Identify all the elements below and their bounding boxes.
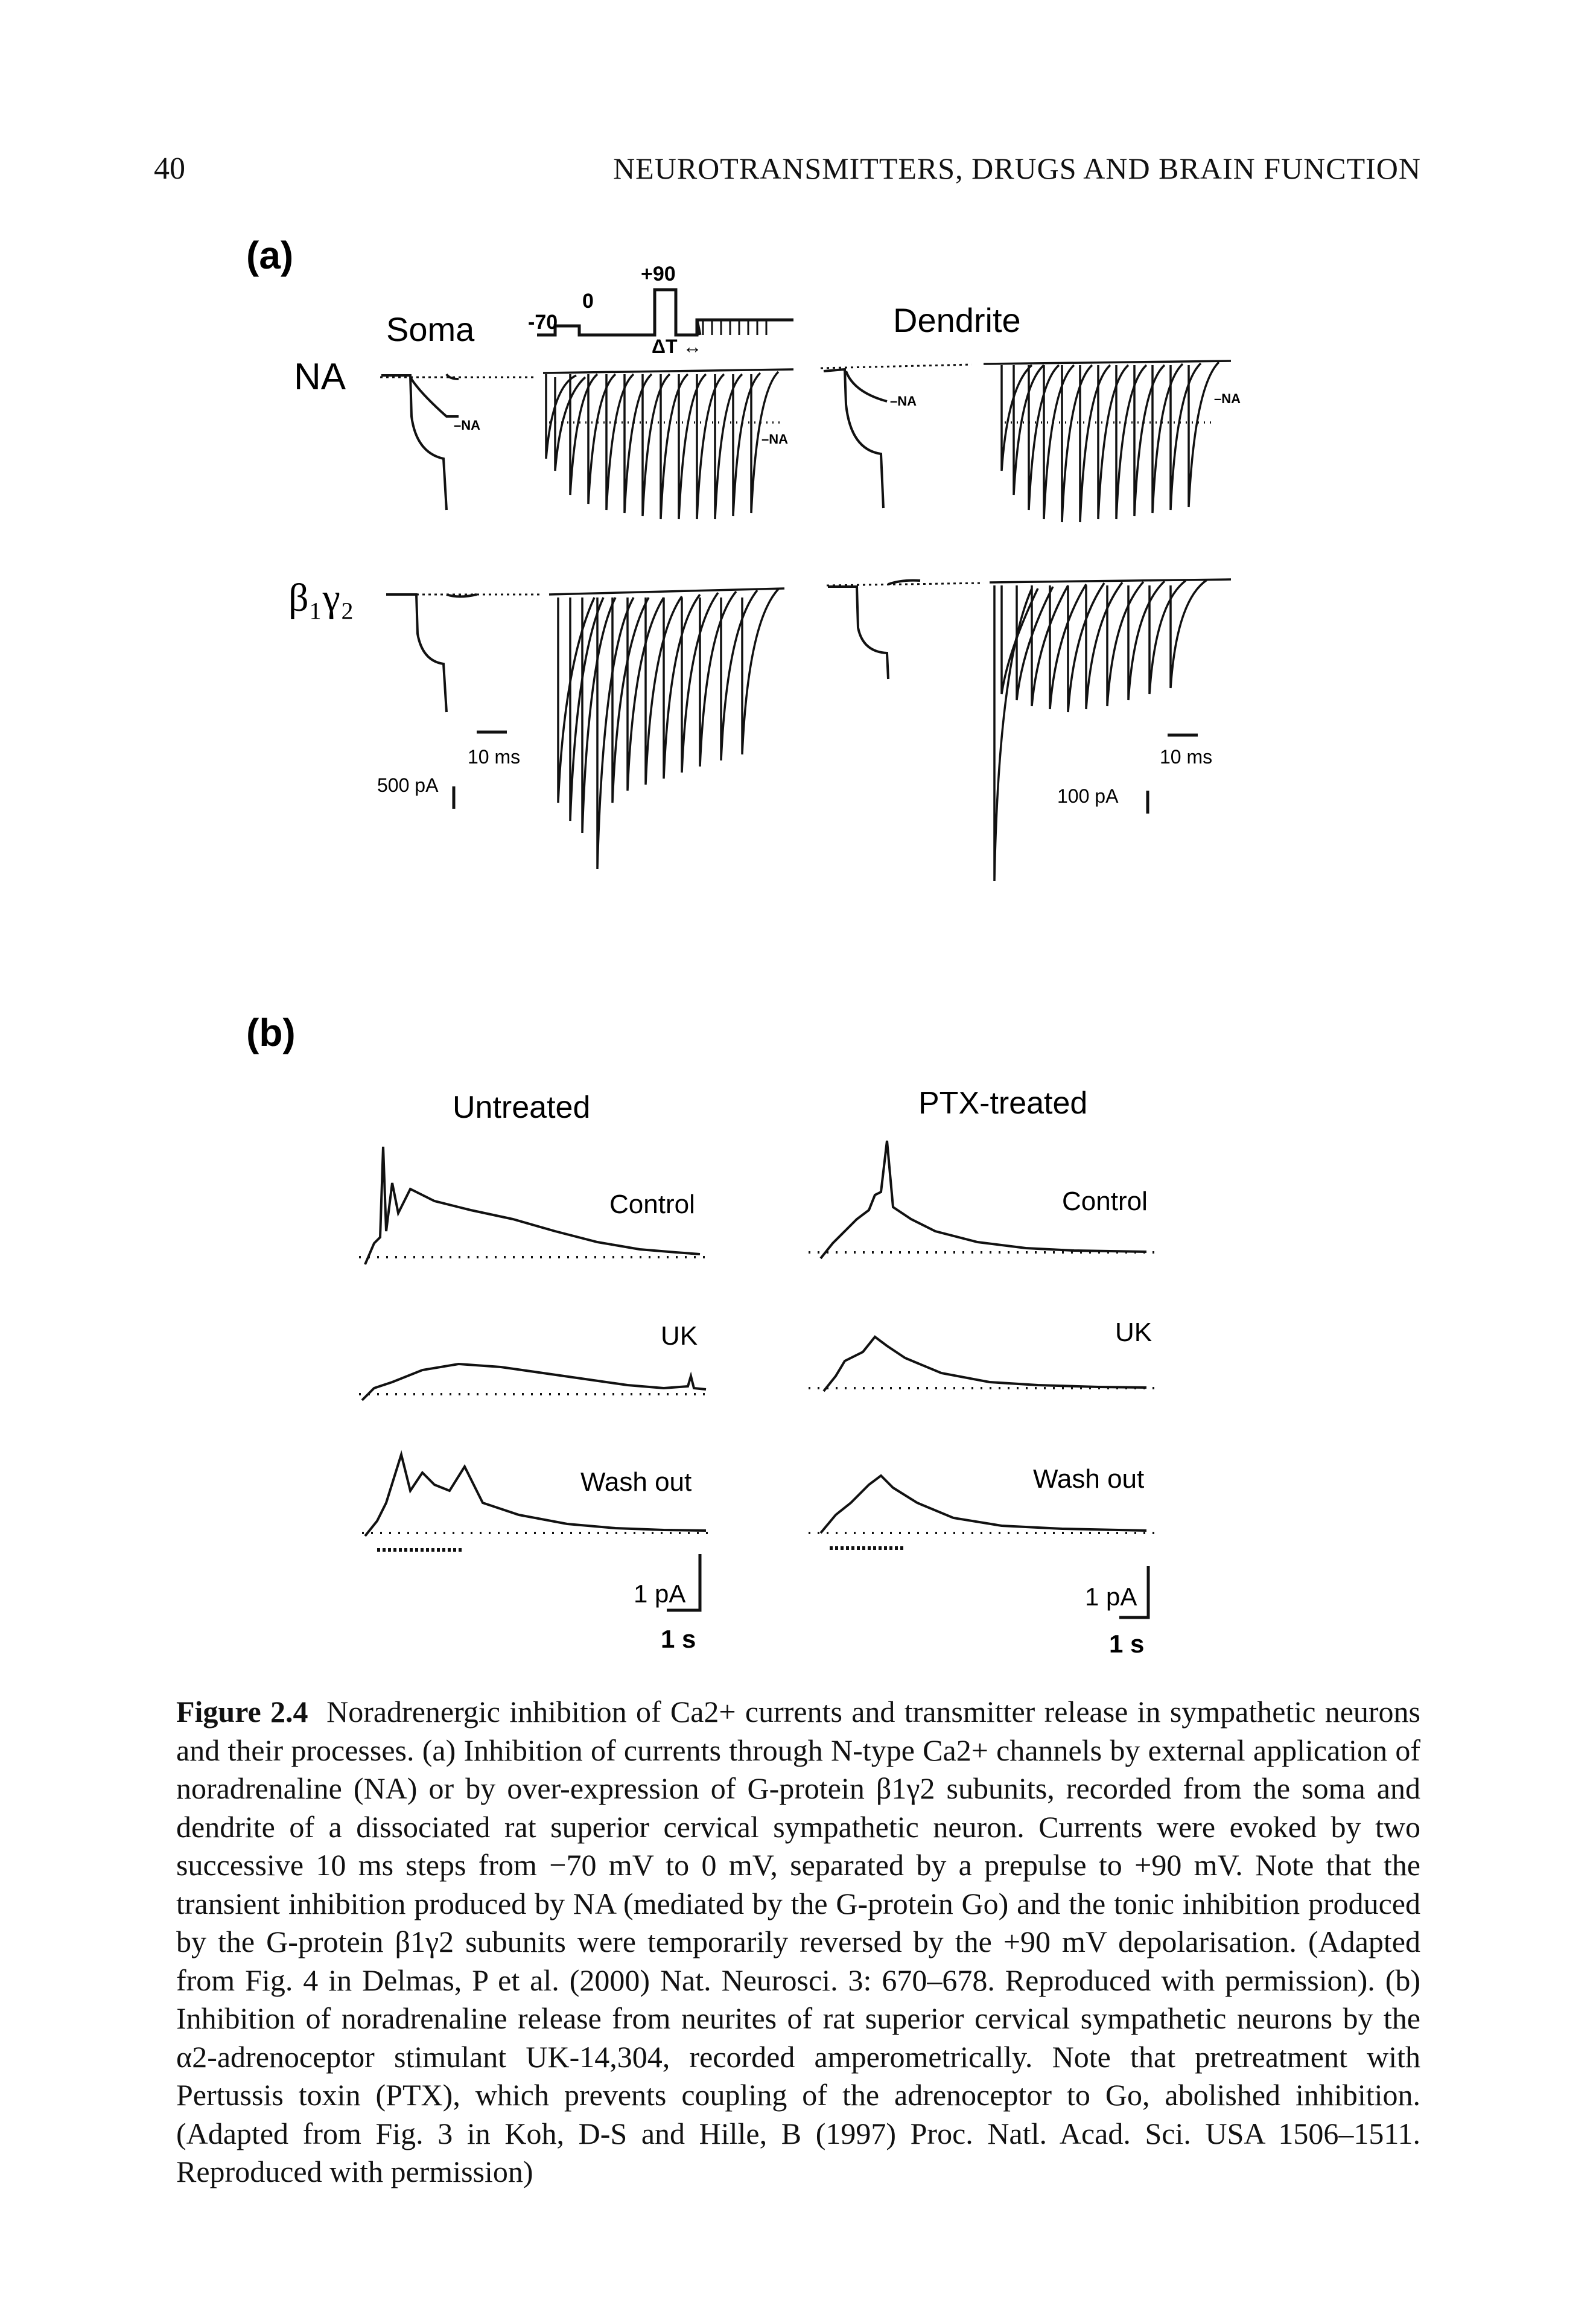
page-header: 40 NEUROTRANSMITTERS, DRUGS AND BRAIN FU… <box>154 151 1421 193</box>
ptx-scale-time: 1 s <box>1109 1630 1144 1658</box>
voltage-protocol <box>537 288 793 337</box>
ptx-uk-trace <box>809 1335 1159 1392</box>
panel-b-label: (b) <box>246 1011 296 1054</box>
soma-scale-time: 10 ms <box>468 746 520 768</box>
figure-label: Figure 2.4 <box>176 1695 308 1729</box>
ptx-control-label: Control <box>1062 1187 1148 1216</box>
untreated-control-trace <box>359 1146 712 1265</box>
caption-text: Noradrenergic inhibition of Ca2+ current… <box>176 1695 1421 2188</box>
protocol-ticks <box>702 320 768 335</box>
dendrite-scale-time: 10 ms <box>1160 746 1212 768</box>
dendrite-scale-current: 100 pA <box>1057 785 1119 807</box>
ptx-scale-current: 1 pA <box>1085 1582 1137 1611</box>
protocol-hold-voltage: -70 <box>528 311 558 334</box>
dendrite-na-tag-1: –NA <box>890 394 917 409</box>
dendrite-na-tag-2: –NA <box>1214 391 1241 406</box>
untreated-washout-label: Wash out <box>580 1467 691 1497</box>
untreated-scale-current: 1 pA <box>634 1579 685 1608</box>
soma-na-single-sweep <box>380 373 537 511</box>
soma-na-paired-sweeps <box>542 368 794 520</box>
protocol-prepulse-voltage: +90 <box>641 263 676 285</box>
soma-bg-paired-sweeps <box>548 587 785 870</box>
dendrite-title: Dendrite <box>893 301 1021 339</box>
figure-caption: Figure 2.4 Noradrenergic inhibition of C… <box>176 1693 1420 2191</box>
soma-title: Soma <box>386 310 475 348</box>
soma-na-tag-1: –NA <box>454 418 480 433</box>
soma-bg-single-sweep <box>386 593 543 713</box>
panel-a-label: (a) <box>246 234 293 277</box>
dendrite-scale-bar <box>1146 733 1198 814</box>
page-number: 40 <box>154 151 185 186</box>
dendrite-na-paired-sweeps <box>983 360 1232 523</box>
dendrite-bg-single-sweep <box>826 579 984 680</box>
soma-scale-bar <box>452 730 507 809</box>
untreated-uk-trace <box>359 1362 712 1401</box>
dendrite-bg-paired-sweeps <box>989 578 1232 882</box>
untreated-scale-bar <box>667 1554 702 1612</box>
row-label-beta-gamma: β₁γ₂ <box>288 576 354 620</box>
ptx-control-trace <box>809 1140 1159 1260</box>
untreated-control-label: Control <box>609 1190 695 1219</box>
dendrite-na-single-sweep <box>820 363 972 509</box>
ptx-uk-label: UK <box>1115 1318 1152 1347</box>
ptx-washout-label: Wash out <box>1033 1464 1144 1494</box>
protocol-delta-t: ΔT ↔ <box>652 336 702 357</box>
running-head: NEUROTRANSMITTERS, DRUGS AND BRAIN FUNCT… <box>613 151 1421 185</box>
ptx-scale-bar <box>1119 1566 1150 1619</box>
ptx-washout-trace <box>809 1474 1159 1550</box>
untreated-scale-time: 1 s <box>661 1625 696 1653</box>
figure-2-4: (a) -70 0 +90 ΔT ↔ Soma Dendrite NA β₁γ₂… <box>246 234 1241 1658</box>
untreated-washout-trace <box>362 1450 712 1552</box>
untreated-uk-label: UK <box>661 1321 698 1351</box>
row-label-na: NA <box>294 356 346 398</box>
soma-na-tag-2: –NA <box>761 432 788 447</box>
untreated-title: Untreated <box>453 1090 590 1125</box>
ptx-title: PTX-treated <box>918 1086 1087 1121</box>
soma-scale-current: 500 pA <box>377 774 439 796</box>
protocol-step-voltage: 0 <box>582 290 594 313</box>
